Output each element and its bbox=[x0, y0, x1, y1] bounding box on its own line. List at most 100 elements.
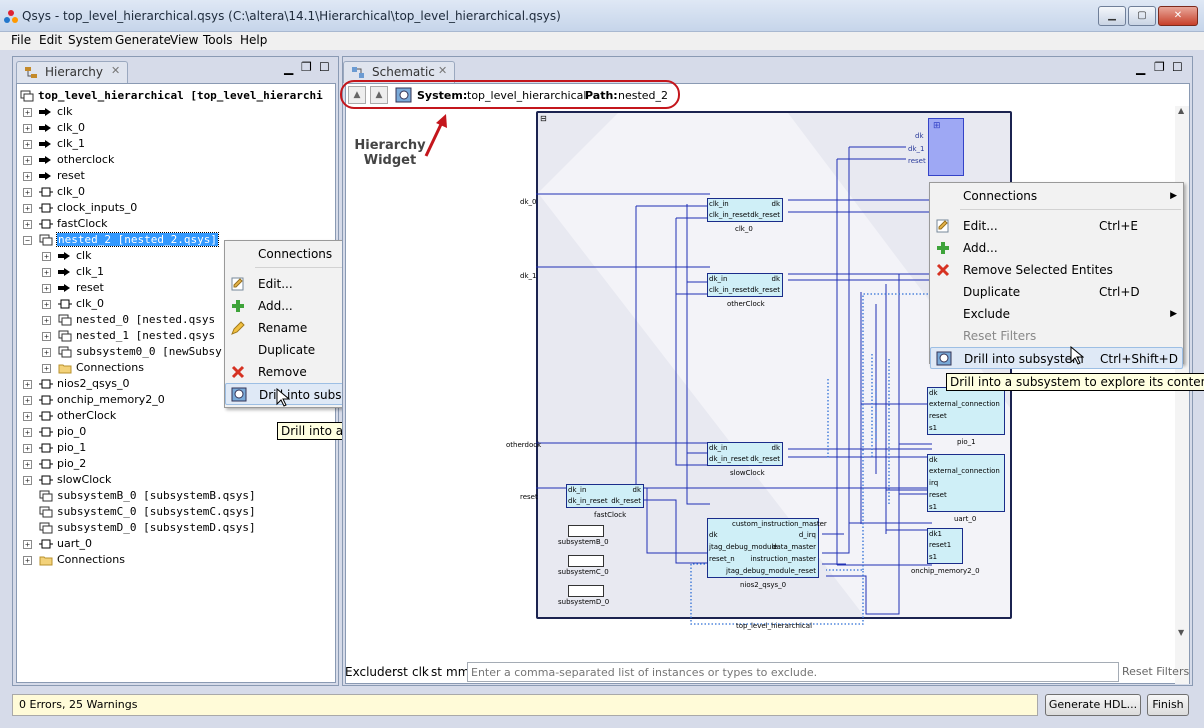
tree-item[interactable]: Connections bbox=[39, 552, 125, 568]
tree-item[interactable]: nested_2 [nested_2.qsys] bbox=[39, 232, 219, 248]
panel-minimize-icon[interactable]: ▁ bbox=[1136, 61, 1146, 75]
menu-file[interactable]: File bbox=[11, 33, 32, 47]
minimize-button[interactable]: ▁ bbox=[1098, 6, 1126, 26]
expand-toggle[interactable]: + bbox=[23, 156, 32, 165]
expand-toggle[interactable]: + bbox=[23, 204, 32, 213]
scroll-up-icon[interactable]: ▲ bbox=[1178, 106, 1185, 115]
tree-item[interactable]: subsystemC_0 [subsystemC.qsys] bbox=[39, 504, 256, 520]
menu-tools[interactable]: Tools bbox=[203, 33, 233, 47]
tree-item[interactable]: clk_0 bbox=[39, 184, 85, 200]
expand-toggle[interactable]: + bbox=[42, 316, 51, 325]
menu-item-add[interactable]: Add... bbox=[930, 237, 1183, 259]
menu-item-edit[interactable]: Edit...Ctrl+E bbox=[930, 215, 1183, 237]
tree-item[interactable]: clk_0 bbox=[58, 296, 104, 312]
expand-toggle[interactable]: + bbox=[23, 220, 32, 229]
tree-item[interactable]: pio_2 bbox=[39, 456, 86, 472]
menu-item-reset-filters[interactable]: Reset Filters bbox=[930, 325, 1183, 347]
expand-toggle[interactable]: + bbox=[23, 556, 32, 565]
menu-item-connections[interactable]: Connections▶ bbox=[930, 185, 1183, 207]
exclude-clk[interactable]: clk bbox=[412, 665, 429, 679]
path-value[interactable]: nested_2 bbox=[618, 89, 669, 102]
tab-schematic[interactable]: Schematic ✕ bbox=[343, 61, 455, 83]
menu-item-remove[interactable]: Remove bbox=[225, 361, 452, 383]
tree-item[interactable]: clk_1 bbox=[58, 264, 104, 280]
tree-item[interactable]: nested_0 [nested.qsys bbox=[58, 312, 215, 328]
exclude-rst[interactable]: rst bbox=[392, 665, 408, 679]
subsystemD-block[interactable] bbox=[568, 585, 604, 597]
tree-item[interactable]: pio_0 bbox=[39, 424, 86, 440]
tree-item[interactable]: otherclock bbox=[39, 152, 114, 168]
collapse-icon[interactable]: ⊟ bbox=[540, 114, 547, 123]
expand-toggle[interactable]: + bbox=[42, 268, 51, 277]
generate-hdl-button[interactable]: Generate HDL... bbox=[1045, 694, 1141, 716]
maximize-button[interactable]: ▢ bbox=[1128, 6, 1156, 26]
scroll-down-icon[interactable]: ▼ bbox=[1178, 628, 1185, 637]
menu-item-remove-selected-entites[interactable]: Remove Selected Entites bbox=[930, 259, 1183, 281]
exclude-input[interactable] bbox=[467, 662, 1119, 682]
tree-root[interactable]: top_level_hierarchical [top_level_hierar… bbox=[20, 88, 323, 104]
expand-toggle[interactable]: + bbox=[23, 380, 32, 389]
expand-toggle[interactable]: + bbox=[42, 348, 51, 357]
up-level-button[interactable]: ▲ bbox=[370, 86, 388, 104]
subsystemC-block[interactable] bbox=[568, 555, 604, 567]
tree-item[interactable]: subsystemB_0 [subsystemB.qsys] bbox=[39, 488, 256, 504]
expand-toggle[interactable]: + bbox=[23, 188, 32, 197]
panel-detach-icon[interactable]: ❐ bbox=[301, 60, 312, 74]
expand-toggle[interactable]: + bbox=[42, 252, 51, 261]
tree-item[interactable]: clock_inputs_0 bbox=[39, 200, 137, 216]
tree-item[interactable]: clk_0 bbox=[39, 120, 85, 136]
tree-item[interactable]: pio_1 bbox=[39, 440, 86, 456]
tree-item[interactable]: slowClock bbox=[39, 472, 111, 488]
exclude-st[interactable]: st bbox=[431, 665, 442, 679]
menu-item-exclude[interactable]: Exclude▶ bbox=[930, 303, 1183, 325]
expand-toggle[interactable]: + bbox=[23, 460, 32, 469]
close-button[interactable]: ✕ bbox=[1158, 6, 1198, 26]
expand-toggle[interactable]: + bbox=[42, 300, 51, 309]
tree-item[interactable]: subsystem0_0 [newSubsy bbox=[58, 344, 222, 360]
menu-view[interactable]: View bbox=[170, 33, 199, 47]
expand-toggle[interactable]: + bbox=[23, 140, 32, 149]
menu-item-add[interactable]: Add... bbox=[225, 295, 452, 317]
subsystemB-block[interactable] bbox=[568, 525, 604, 537]
expand-toggle[interactable]: + bbox=[23, 172, 32, 181]
expand-toggle[interactable]: + bbox=[23, 428, 32, 437]
finish-button[interactable]: Finish bbox=[1147, 694, 1189, 716]
expand-toggle[interactable]: + bbox=[42, 364, 51, 373]
nested-2-block[interactable]: ⊞ bbox=[928, 118, 964, 176]
expand-toggle[interactable]: + bbox=[23, 396, 32, 405]
tree-item[interactable]: nios2_qsys_0 bbox=[39, 376, 129, 392]
menu-help[interactable]: Help bbox=[240, 33, 268, 47]
tree-item[interactable]: subsystemD_0 [subsystemD.qsys] bbox=[39, 520, 256, 536]
reset-filters-link[interactable]: Reset Filters bbox=[1122, 665, 1190, 678]
tree-item[interactable]: reset bbox=[39, 168, 85, 184]
panel-maximize-icon[interactable]: ☐ bbox=[319, 60, 330, 74]
menu-edit[interactable]: Edit bbox=[39, 33, 63, 47]
expand-toggle[interactable]: + bbox=[42, 332, 51, 341]
tab-close-icon[interactable]: ✕ bbox=[438, 64, 448, 77]
tab-hierarchy[interactable]: Hierarchy ✕ bbox=[16, 61, 128, 83]
tree-item[interactable]: reset bbox=[58, 280, 104, 296]
tree-item[interactable]: clk bbox=[39, 104, 72, 120]
panel-maximize-icon[interactable]: ☐ bbox=[1172, 60, 1183, 74]
hierarchy-tree[interactable]: top_level_hierarchical [top_level_hierar… bbox=[16, 83, 336, 683]
expand-toggle[interactable]: + bbox=[23, 444, 32, 453]
tree-item[interactable]: fastClock bbox=[39, 216, 108, 232]
panel-detach-icon[interactable]: ❐ bbox=[1154, 60, 1165, 74]
tree-item[interactable]: clk bbox=[58, 248, 91, 264]
expand-toggle[interactable]: − bbox=[23, 236, 32, 245]
menu-generate[interactable]: Generate bbox=[115, 33, 172, 47]
panel-minimize-icon[interactable]: ▁ bbox=[284, 61, 294, 75]
tree-item[interactable]: nested_1 [nested.qsys bbox=[58, 328, 215, 344]
exclude-mm[interactable]: mm bbox=[446, 665, 470, 679]
tree-item[interactable]: otherClock bbox=[39, 408, 116, 424]
tree-item[interactable]: clk_1 bbox=[39, 136, 85, 152]
menu-system[interactable]: System bbox=[68, 33, 113, 47]
expand-toggle[interactable]: + bbox=[23, 412, 32, 421]
